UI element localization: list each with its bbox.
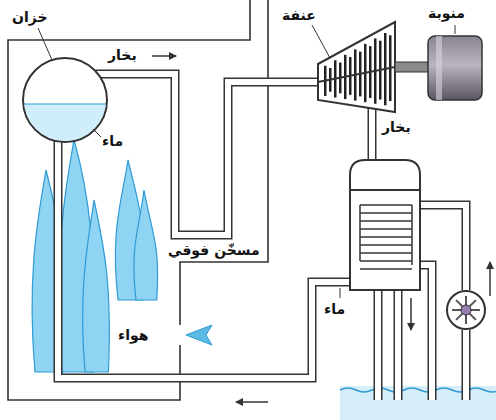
- pipe-inner: [58, 74, 466, 400]
- coil-header: [360, 205, 412, 265]
- label-holder: خزان: [12, 8, 48, 26]
- flames: [32, 140, 158, 372]
- pump-hub: [461, 305, 471, 315]
- pump-impeller: [452, 296, 480, 324]
- cooling-in-pipe: [420, 205, 466, 400]
- pump: [447, 291, 485, 329]
- drain-pipe: [378, 290, 398, 400]
- label-holder: عنفة: [282, 6, 316, 24]
- part-label: بخار: [382, 118, 411, 136]
- coil-tube: [360, 228, 412, 230]
- steam-pipe: [96, 74, 320, 235]
- leader-line: [340, 288, 341, 298]
- leader-line: [455, 25, 456, 34]
- coupling-shaft: [395, 62, 429, 72]
- label-holder: بخار: [382, 118, 411, 136]
- coil-tube: [360, 260, 412, 262]
- flow-arrow: [152, 55, 176, 57]
- label-holder: منوبة: [428, 4, 465, 22]
- cooling-out-pipe: [420, 265, 432, 400]
- exhaust-pipe: [369, 104, 375, 162]
- condenser: [350, 190, 420, 290]
- flow-arrow: [410, 298, 412, 330]
- part-label: عنفة: [282, 6, 316, 24]
- part-label: ماء: [102, 132, 123, 150]
- alternator-highlight: [436, 36, 442, 100]
- boiler-wall: [8, 0, 250, 400]
- steam-pipe: [96, 74, 320, 235]
- condenser-hood: [350, 160, 420, 190]
- return-pipe: [58, 140, 350, 378]
- pipe-outline: [58, 74, 466, 400]
- part-label: هواء: [118, 326, 148, 344]
- part-label: ماء: [324, 300, 345, 318]
- coil-tube: [360, 204, 412, 206]
- river-water: [340, 386, 496, 420]
- coil-tube: [360, 212, 412, 214]
- part-label: بخار: [108, 46, 137, 64]
- drain-pipe: [378, 290, 398, 400]
- flame: [134, 190, 158, 300]
- coil-tube: [360, 252, 412, 254]
- leader-line: [38, 28, 52, 60]
- air-arrow: [186, 325, 212, 345]
- tank-water: [20, 104, 110, 144]
- turbine: [318, 22, 395, 112]
- cooling-out-pipe: [420, 265, 432, 400]
- water-wave: [340, 388, 496, 392]
- condenser-coil: [360, 205, 412, 269]
- exhaust-pipe: [368, 104, 377, 162]
- turbine-shaft: [318, 67, 395, 82]
- cooling-in-pipe: [420, 205, 466, 400]
- part-label: منوبة: [428, 4, 465, 22]
- coil-tube: [360, 268, 412, 270]
- flow-arrow: [236, 401, 268, 403]
- label-holder: هواء: [118, 326, 148, 344]
- flow-arrow: [489, 262, 491, 296]
- flame: [83, 200, 110, 372]
- part-label: خزان: [12, 8, 48, 26]
- coil-tube: [360, 244, 412, 246]
- label-holder: بخار: [108, 46, 137, 64]
- label-holder: ماء: [324, 300, 345, 318]
- part-label: مسخّن فوقي: [168, 241, 260, 259]
- leader-line: [312, 25, 330, 58]
- alternator: [428, 36, 482, 100]
- label-holder: ماء: [102, 132, 123, 150]
- water-level: [24, 104, 106, 105]
- coil-tube: [360, 236, 412, 238]
- return-pipe: [58, 140, 350, 378]
- coil-tube: [360, 220, 412, 222]
- label-holder: مسخّن فوقي: [168, 241, 260, 259]
- leader-line: [93, 129, 101, 137]
